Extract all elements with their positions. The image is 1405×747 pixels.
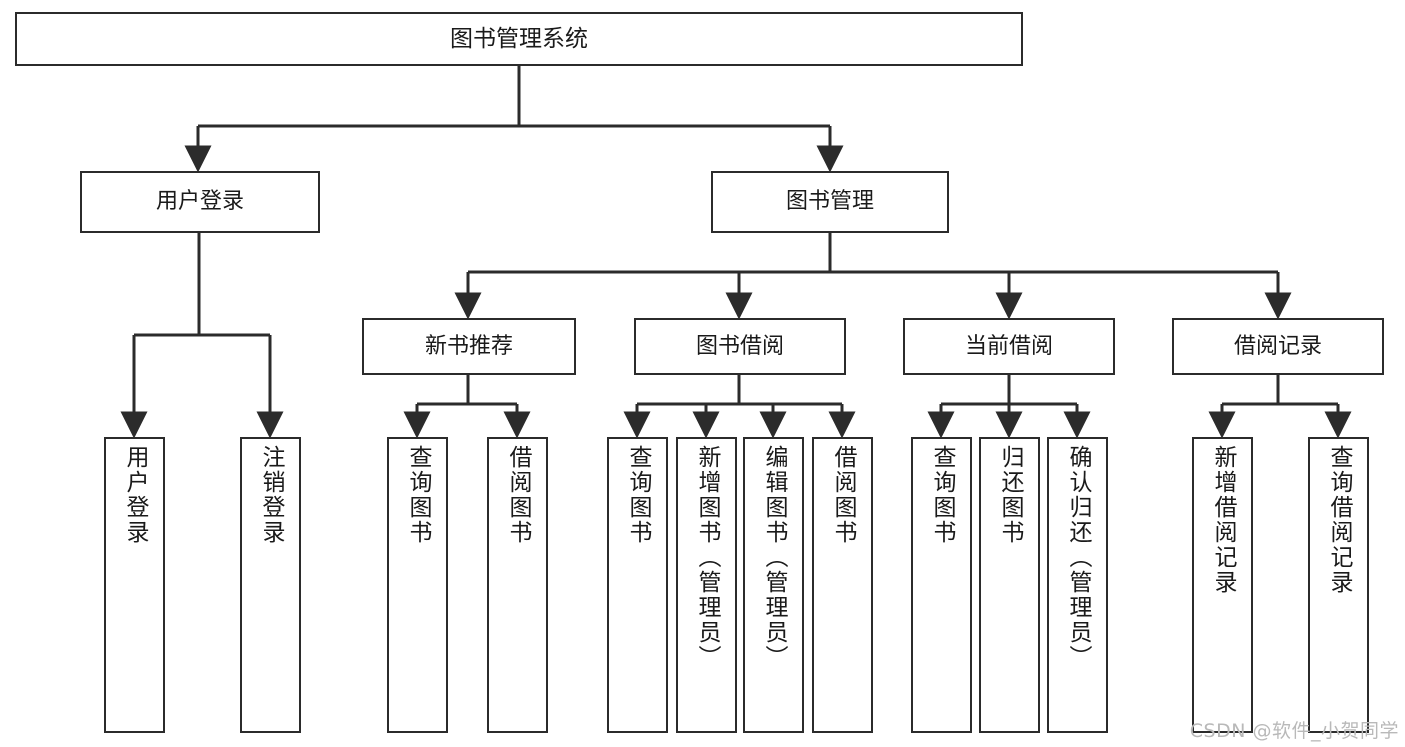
node-label: 查询图书 xyxy=(625,445,651,545)
leaf-borrow-record-query-record[interactable]: 查询借阅记录 xyxy=(1308,437,1369,733)
node-label: 用户登录 xyxy=(122,445,148,545)
node-borrow-record[interactable]: 借阅记录 xyxy=(1172,318,1384,375)
leaf-new-book-borrow-book[interactable]: 借阅图书 xyxy=(487,437,548,733)
node-label: 借阅图书 xyxy=(830,445,856,545)
leaf-book-borrow-borrow-book[interactable]: 借阅图书 xyxy=(812,437,873,733)
node-book-borrow[interactable]: 图书借阅 xyxy=(634,318,846,375)
node-label: 图书管理 xyxy=(785,189,874,215)
leaf-borrow-record-add-record[interactable]: 新增借阅记录 xyxy=(1192,437,1253,733)
node-label: 用户登录 xyxy=(155,189,244,215)
node-label: 查询图书 xyxy=(405,445,431,545)
node-label: 查询图书 xyxy=(929,445,955,545)
node-label: 查询借阅记录 xyxy=(1326,445,1352,595)
leaf-book-borrow-add-book-admin[interactable]: 新增图书（管理员） xyxy=(676,437,737,733)
node-book-management[interactable]: 图书管理 xyxy=(711,171,949,233)
node-label: 归还图书 xyxy=(997,445,1023,545)
node-label: 当前借阅 xyxy=(964,333,1053,359)
node-label: 编辑图书（管理员） xyxy=(761,445,787,670)
csdn-watermark: CSDN @软件_小贺同学 xyxy=(1189,720,1399,742)
node-new-book-recommend[interactable]: 新书推荐 xyxy=(362,318,576,375)
node-label: 新增图书（管理员） xyxy=(694,445,720,670)
node-current-borrow[interactable]: 当前借阅 xyxy=(903,318,1115,375)
leaf-user-login-logout[interactable]: 注销登录 xyxy=(240,437,301,733)
node-label: 借阅记录 xyxy=(1233,333,1322,359)
node-label: 新书推荐 xyxy=(424,333,513,359)
node-label: 新增借阅记录 xyxy=(1210,445,1236,595)
node-label: 确认归还（管理员） xyxy=(1065,445,1091,670)
node-label: 图书管理系统 xyxy=(450,25,588,52)
leaf-book-borrow-edit-book-admin[interactable]: 编辑图书（管理员） xyxy=(743,437,804,733)
leaf-new-book-query-book[interactable]: 查询图书 xyxy=(387,437,448,733)
node-label: 借阅图书 xyxy=(505,445,531,545)
leaf-current-borrow-query-book[interactable]: 查询图书 xyxy=(911,437,972,733)
node-user-login[interactable]: 用户登录 xyxy=(80,171,320,233)
node-label: 图书借阅 xyxy=(695,333,784,359)
leaf-current-borrow-return-book[interactable]: 归还图书 xyxy=(979,437,1040,733)
leaf-current-borrow-confirm-return-admin[interactable]: 确认归还（管理员） xyxy=(1047,437,1108,733)
node-label: 注销登录 xyxy=(258,445,284,545)
node-root-book-management-system[interactable]: 图书管理系统 xyxy=(15,12,1023,66)
leaf-user-login-login[interactable]: 用户登录 xyxy=(104,437,165,733)
leaf-book-borrow-query-book[interactable]: 查询图书 xyxy=(607,437,668,733)
